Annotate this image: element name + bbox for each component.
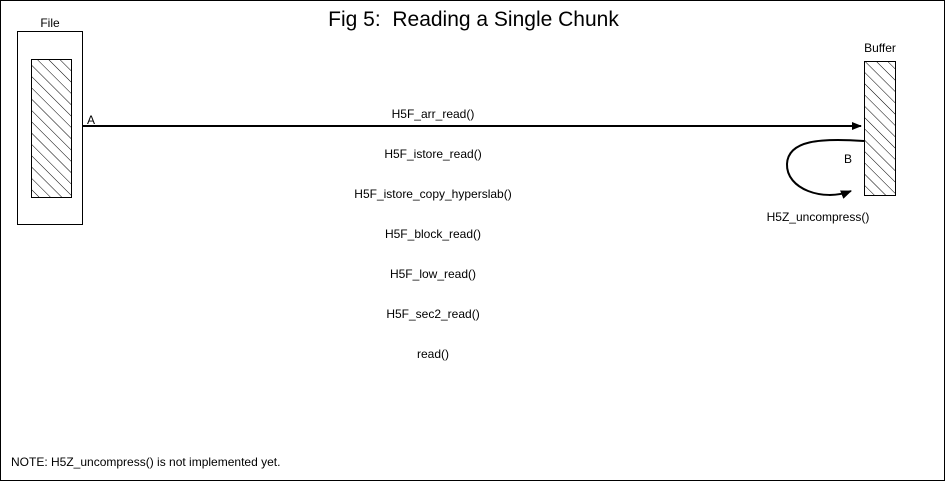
buffer-box: [864, 61, 896, 196]
call-stack-item: H5F_arr_read(): [391, 107, 475, 121]
figure-note: NOTE: H5Z_uncompress() is not implemente…: [11, 455, 281, 469]
edge-marker-b: B: [844, 152, 853, 166]
uncompress-loop-arrow: [785, 138, 865, 199]
call-stack-item: read(): [416, 347, 449, 361]
call-stack-item: H5F_sec2_read(): [386, 307, 480, 321]
edge-marker-a: A: [87, 113, 96, 127]
buffer-node-label: Buffer: [864, 41, 896, 55]
call-stack-item: H5F_block_read(): [384, 227, 482, 241]
call-stack-item: H5F_istore_read(): [384, 147, 482, 161]
call-stack-labels: H5F_arr_read() H5F_istore_read() H5F_ist…: [333, 82, 533, 386]
figure-title: Fig 5: Reading a Single Chunk: [328, 8, 619, 31]
call-stack-item: H5F_istore_copy_hyperslab(): [354, 187, 512, 201]
file-chunk-hatched: [31, 59, 72, 198]
file-node-label: File: [40, 16, 60, 30]
call-stack-item: H5F_low_read(): [389, 267, 477, 281]
uncompress-edge-label: H5Z_uncompress(): [766, 210, 870, 224]
